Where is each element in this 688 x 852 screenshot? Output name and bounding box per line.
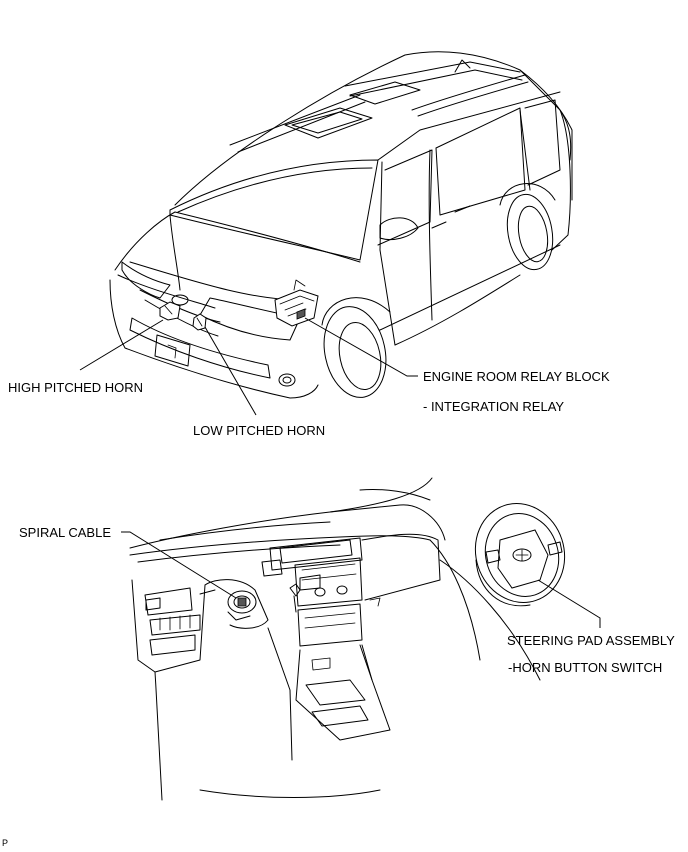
horn-button-switch-label: -HORN BUTTON SWITCH bbox=[508, 660, 663, 675]
low-pitched-horn-label: LOW PITCHED HORN bbox=[193, 423, 326, 438]
engine-room-relay-block-label: ENGINE ROOM RELAY BLOCK bbox=[423, 369, 610, 384]
steering-pad-assembly-label: STEERING PAD ASSEMBLY bbox=[507, 633, 675, 648]
integration-relay-label: - INTEGRATION RELAY bbox=[423, 399, 565, 414]
high-pitched-horn-label: HIGH PITCHED HORN bbox=[8, 380, 144, 395]
corner-mark: P bbox=[2, 838, 9, 848]
spiral-cable-label: SPIRAL CABLE bbox=[19, 525, 112, 540]
